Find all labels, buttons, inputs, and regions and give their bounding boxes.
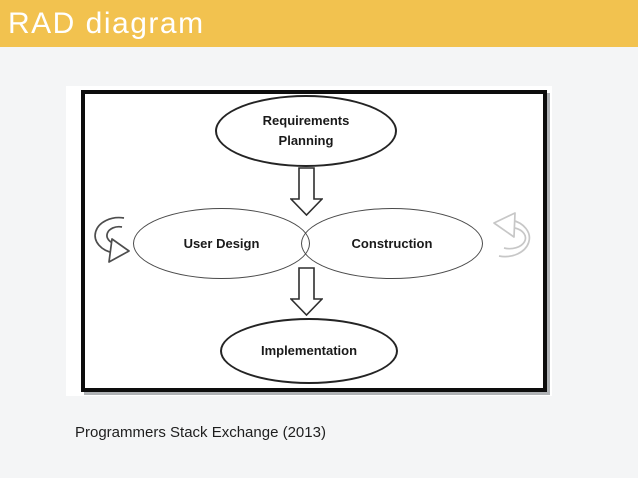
node-label: Requirements (262, 113, 350, 128)
node-label: Construction (351, 235, 433, 251)
iteration-loop-left-icon (94, 216, 130, 263)
node-requirements-planning: Requirements Planning (215, 95, 397, 167)
node-implementation: Implementation (220, 318, 398, 384)
node-user-design: User Design (133, 208, 310, 279)
flow-arrow-down-top-icon (290, 167, 323, 216)
node-label: User Design (183, 235, 260, 251)
node-label: Planning (278, 133, 334, 148)
slide-title-bar: RAD diagram (0, 0, 638, 47)
node-construction: Construction (301, 208, 483, 279)
slide-title: RAD diagram (8, 6, 205, 40)
figure-caption: Programmers Stack Exchange (2013) (75, 424, 326, 441)
node-label: Implementation (260, 343, 358, 358)
flow-arrow-down-bottom-icon (290, 267, 323, 316)
iteration-loop-right-icon (493, 212, 531, 258)
